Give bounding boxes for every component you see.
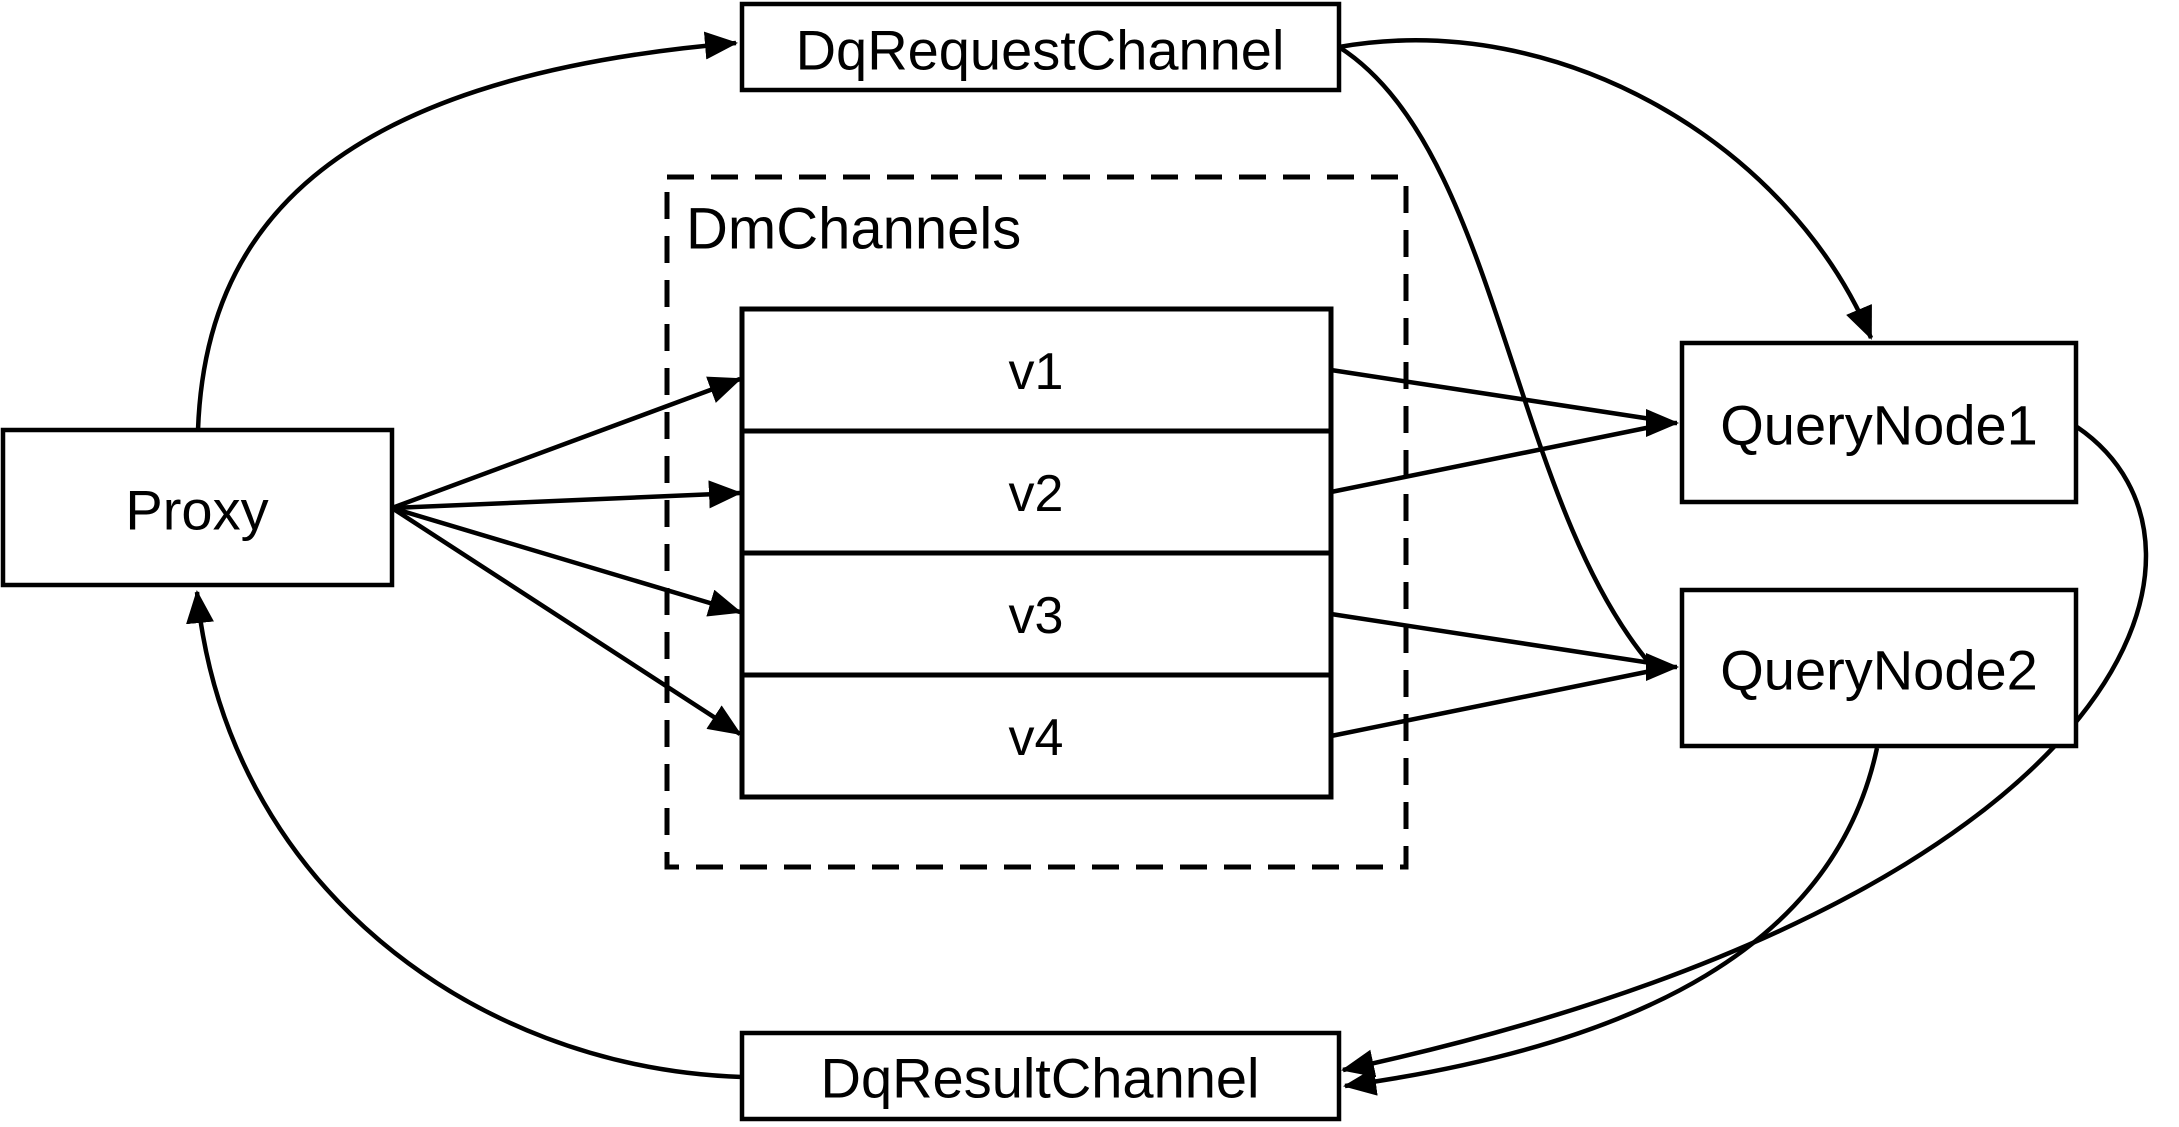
node-query-node2: QueryNode2 <box>1679 587 2079 749</box>
channel-row-v4-label: v4 <box>1009 709 1064 767</box>
node-dq-request-channel: DqRequestChannel <box>739 1 1342 93</box>
dq-result-channel-box <box>739 1030 1342 1122</box>
edge-proxy-to-dqrequestchannel <box>195 31 738 431</box>
proxy-label: Proxy <box>125 479 268 542</box>
dq-request-channel-box <box>739 1 1342 93</box>
query-node1-box <box>1679 340 2079 505</box>
dm-channels-group-label: DmChannels <box>686 197 1021 262</box>
query-node2-box <box>1679 587 2079 749</box>
node-query-node1: QueryNode1 <box>1679 340 2079 505</box>
dq-result-channel-label: DqResultChannel <box>821 1047 1260 1110</box>
edge-v4-to-querynode2 <box>1330 668 1652 739</box>
edge-v3-to-querynode2 <box>1330 611 1652 666</box>
channel-row-v1-label: v1 <box>1009 343 1064 401</box>
edge-v2-to-querynode1 <box>1330 424 1652 495</box>
edge-proxy-to-v2 <box>391 480 742 511</box>
edge-proxy-to-v1 <box>391 376 742 511</box>
query-node2-label: QueryNode2 <box>1720 639 2038 702</box>
edge-dqrequestchannel-to-querynode2 <box>1337 45 1653 667</box>
edge-dqrequestchannel-to-querynode1 <box>1338 38 1874 340</box>
node-dq-result-channel: DqResultChannel <box>739 1030 1342 1122</box>
edge-querynode1-to-dqresultchannel <box>1341 425 2149 1078</box>
node-proxy: Proxy <box>0 427 395 588</box>
edge-querynode2-to-dqresultchannel <box>1343 747 1880 1096</box>
edge-dqresultchannel-to-proxy <box>186 590 743 1080</box>
channel-row-v2-label: v2 <box>1009 465 1064 523</box>
node-channel-table: v1 v2 v3 v4 <box>739 306 1334 800</box>
channel-row-v3-label: v3 <box>1009 587 1064 645</box>
query-node1-label: QueryNode1 <box>1720 394 2038 457</box>
edge-proxy-to-v3 <box>391 505 742 617</box>
dm-channels-group-border <box>664 174 1409 870</box>
proxy-box <box>0 427 395 588</box>
edge-proxy-to-v4 <box>390 506 742 736</box>
dq-request-channel-label: DqRequestChannel <box>796 19 1285 82</box>
edge-v1-to-querynode1 <box>1330 367 1652 422</box>
group-dm-channels: DmChannels <box>664 174 1409 870</box>
